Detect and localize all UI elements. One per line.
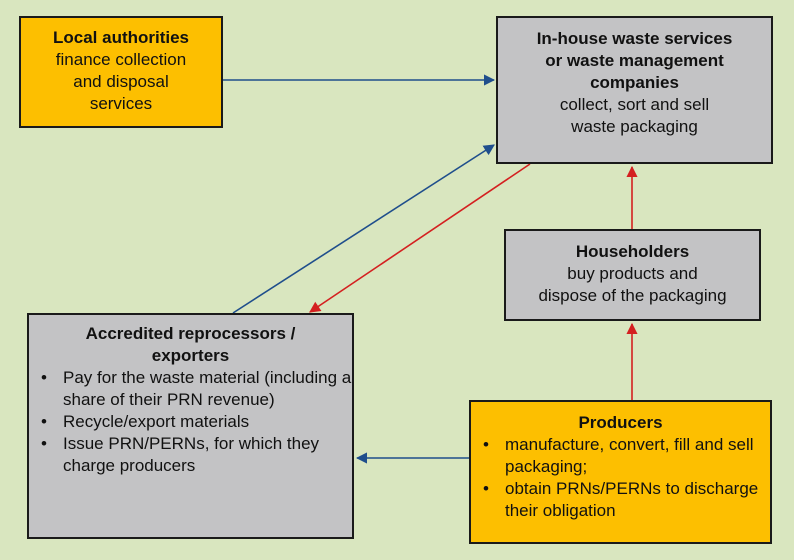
node-title: Householders bbox=[575, 242, 690, 261]
bullet-item: Pay for the waste material (including a … bbox=[29, 367, 352, 411]
bullet-list: manufacture, convert, fill and sell pack… bbox=[471, 434, 770, 522]
bullet-item: manufacture, convert, fill and sell pack… bbox=[471, 434, 770, 478]
bullet-item: obtain PRNs/PERNs to discharge their obl… bbox=[471, 478, 770, 522]
node-title: companies bbox=[590, 73, 679, 92]
node-title: Accredited reprocessors / bbox=[85, 324, 296, 343]
node-line: collect, sort and sell bbox=[559, 95, 710, 114]
node-line: and disposal bbox=[73, 72, 169, 91]
node-line: waste packaging bbox=[571, 117, 698, 136]
node-title: In-house waste services bbox=[536, 29, 733, 48]
node-inhouse-waste-services: In-house waste services or waste managem… bbox=[496, 16, 773, 164]
bullet-list: Pay for the waste material (including a … bbox=[29, 367, 352, 477]
node-local-authorities: Local authorities finance collection and… bbox=[19, 16, 223, 128]
arrow-inhouse-to-accredited bbox=[309, 163, 531, 313]
node-accredited-reprocessors: Accredited reprocessors / exporters Pay … bbox=[27, 313, 354, 539]
node-line: buy products and bbox=[567, 264, 698, 283]
node-title: Producers bbox=[578, 413, 663, 432]
node-line: services bbox=[89, 94, 153, 113]
node-line: dispose of the packaging bbox=[538, 286, 727, 305]
bullet-item: Recycle/export materials bbox=[29, 411, 352, 433]
node-householders: Householders buy products and dispose of… bbox=[504, 229, 761, 321]
node-line: finance collection bbox=[55, 50, 187, 69]
node-producers: Producers manufacture, convert, fill and… bbox=[469, 400, 772, 544]
node-title: or waste management bbox=[545, 51, 724, 70]
node-title: exporters bbox=[151, 346, 230, 365]
bullet-item: Issue PRN/PERNs, for which they charge p… bbox=[29, 433, 352, 477]
arrow-accredited-to-inhouse bbox=[232, 144, 495, 314]
node-title: Local authorities bbox=[52, 28, 190, 47]
